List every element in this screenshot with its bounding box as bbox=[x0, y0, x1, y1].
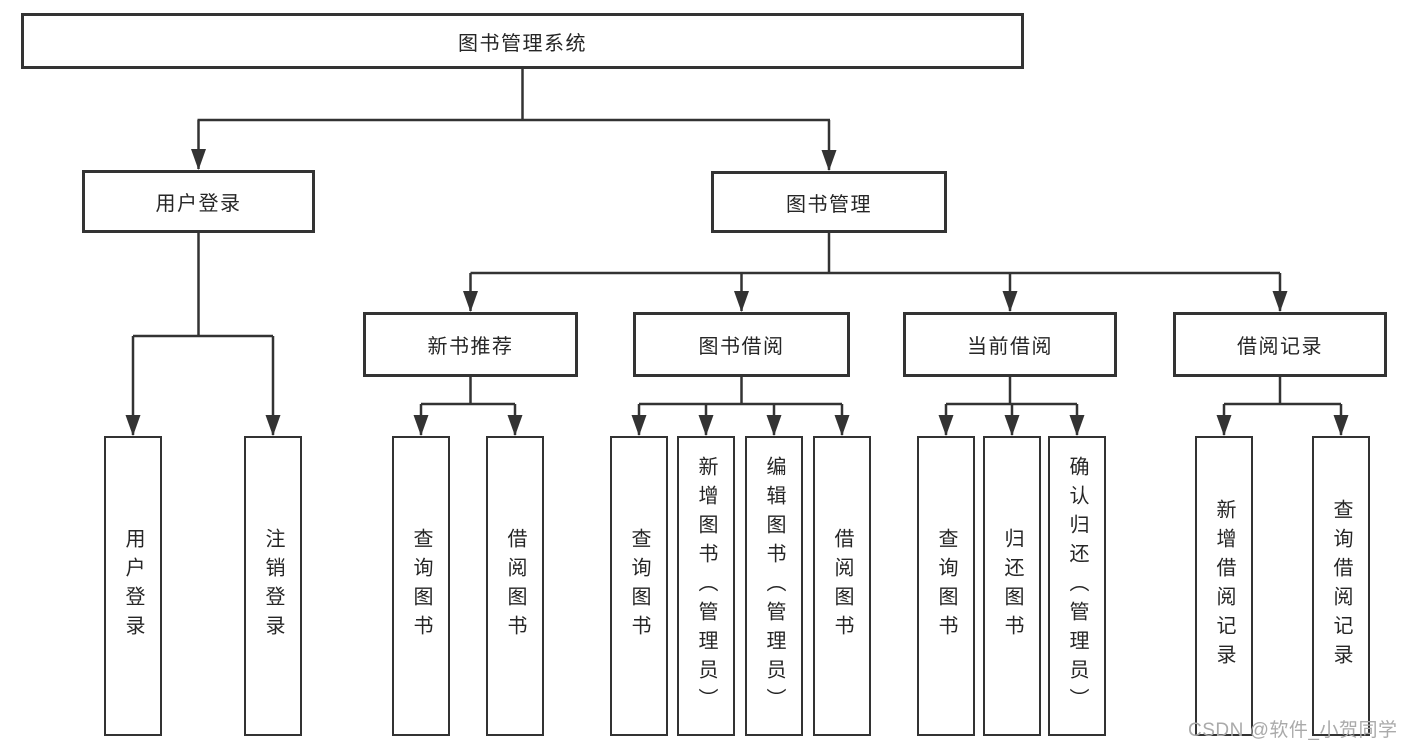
leaf-query-book-recommend: 查询图书 bbox=[392, 436, 450, 736]
leaf-label: 新增图书（管理员） bbox=[695, 455, 717, 717]
node-new-book-recommend: 新书推荐 bbox=[363, 312, 578, 377]
leaf-borrow-book-recommend: 借阅图书 bbox=[486, 436, 544, 736]
leaf-label: 注销登录 bbox=[262, 528, 284, 644]
node-book-management: 图书管理 bbox=[711, 171, 947, 233]
connector-book-borrow-children bbox=[631, 377, 850, 436]
leaf-logout-login: 注销登录 bbox=[244, 436, 302, 736]
leaf-label: 用户登录 bbox=[122, 528, 144, 644]
leaf-add-borrow-record: 新增借阅记录 bbox=[1195, 436, 1253, 736]
connector-new-book-children bbox=[413, 377, 523, 436]
leaf-label: 编辑图书（管理员） bbox=[763, 455, 785, 717]
connector-current-borrow-children bbox=[938, 377, 1085, 436]
node-book-borrow: 图书借阅 bbox=[633, 312, 850, 377]
csdn-watermark: CSDN @软件_小贺同学 bbox=[1188, 720, 1398, 741]
leaf-confirm-return-admin: 确认归还（管理员） bbox=[1048, 436, 1106, 736]
leaf-label: 查询图书 bbox=[410, 528, 432, 644]
leaf-edit-book-admin: 编辑图书（管理员） bbox=[745, 436, 803, 736]
node-borrow-record: 借阅记录 bbox=[1173, 312, 1387, 377]
leaf-query-book-current: 查询图书 bbox=[917, 436, 975, 736]
leaf-label: 新增借阅记录 bbox=[1213, 499, 1235, 673]
leaf-borrow-book: 借阅图书 bbox=[813, 436, 871, 736]
node-root-library-system: 图书管理系统 bbox=[21, 13, 1024, 69]
leaf-label: 归还图书 bbox=[1001, 528, 1023, 644]
leaf-label: 确认归还（管理员） bbox=[1066, 455, 1088, 717]
leaf-query-book-borrow: 查询图书 bbox=[610, 436, 668, 736]
leaf-return-book: 归还图书 bbox=[983, 436, 1041, 736]
leaf-label: 借阅图书 bbox=[831, 528, 853, 644]
node-current-borrow: 当前借阅 bbox=[903, 312, 1117, 377]
leaf-query-borrow-record: 查询借阅记录 bbox=[1312, 436, 1370, 736]
connector-borrow-record-children bbox=[1216, 377, 1349, 436]
leaf-label: 查询借阅记录 bbox=[1330, 499, 1352, 673]
leaf-label: 查询图书 bbox=[935, 528, 957, 644]
leaf-label: 借阅图书 bbox=[504, 528, 526, 644]
connector-book-management-to-level3 bbox=[463, 233, 1288, 312]
leaf-add-book-admin: 新增图书（管理员） bbox=[677, 436, 735, 736]
leaf-label: 查询图书 bbox=[628, 528, 650, 644]
node-user-login: 用户登录 bbox=[82, 170, 315, 233]
connector-user-login-children bbox=[125, 233, 281, 436]
connector-root-to-level2 bbox=[191, 69, 837, 171]
leaf-user-login: 用户登录 bbox=[104, 436, 162, 736]
